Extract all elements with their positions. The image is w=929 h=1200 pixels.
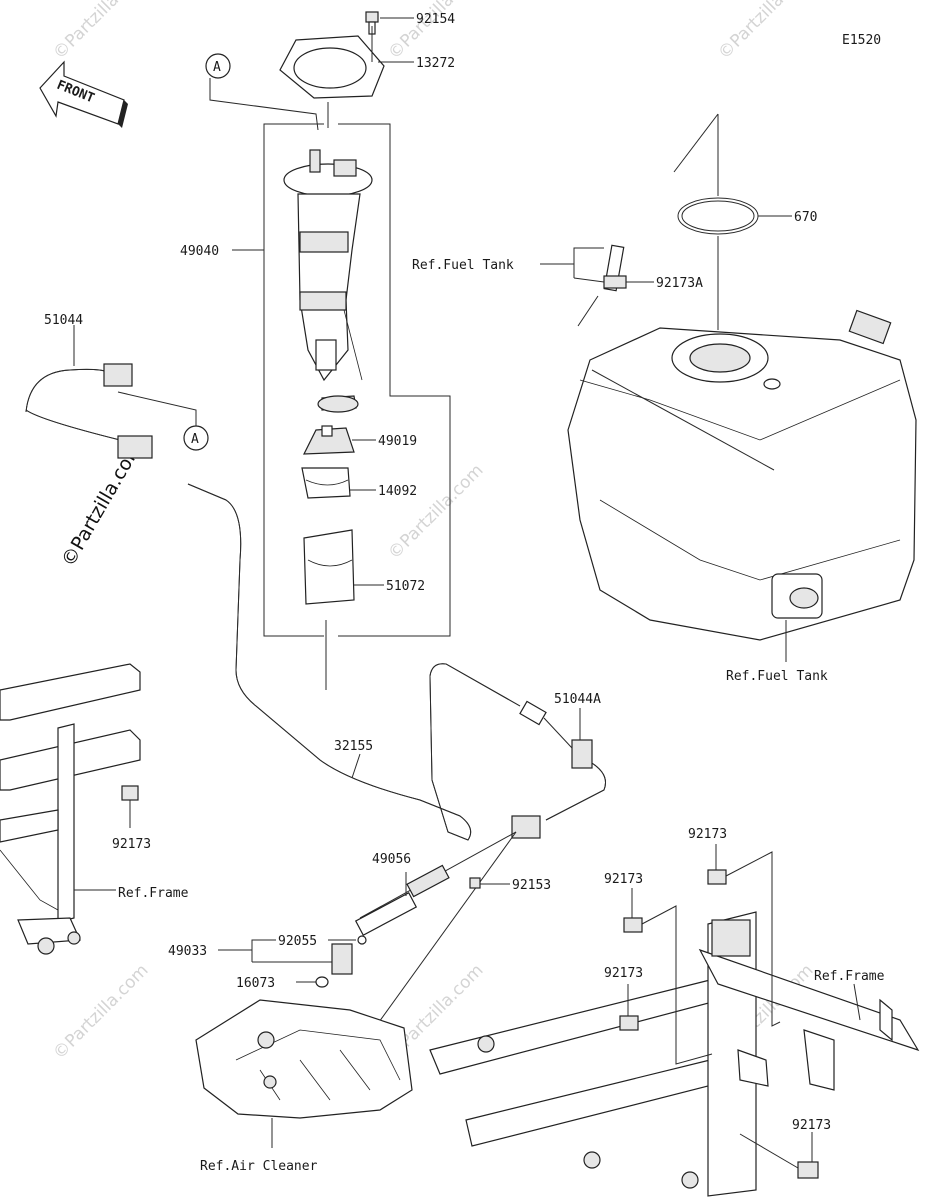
o-ring-670 xyxy=(673,113,792,330)
frame-left xyxy=(0,663,141,955)
clip-92173 xyxy=(619,984,639,1031)
part-51044-label: 51044 xyxy=(44,313,83,328)
pipe-49056 xyxy=(329,831,517,1091)
frame-right xyxy=(429,911,920,1197)
watermark: ©Partzilla.com xyxy=(49,0,152,64)
pump-assembly-bracket xyxy=(232,102,451,690)
bolt-92153 xyxy=(469,877,510,889)
part-92154-label: 92154 xyxy=(416,12,455,27)
clip-92173 xyxy=(739,1132,819,1179)
injector-49033 xyxy=(218,935,367,988)
ref-fuel-tank-top-label: Ref.Fuel Tank xyxy=(412,258,514,273)
callout-a-hose: A xyxy=(117,391,209,451)
holder-14092 xyxy=(301,467,376,499)
part-92173-label: 92173 xyxy=(792,1118,831,1133)
part-49019-label: 49019 xyxy=(378,434,417,449)
clip-92173 xyxy=(707,844,781,1027)
part-92173-label: 92173 xyxy=(688,827,727,842)
watermark: ©Partzilla.com xyxy=(714,0,817,64)
filter-49019 xyxy=(303,425,376,455)
fuel-pump-49040 xyxy=(283,149,373,413)
ref-frame-left-label: Ref.Frame xyxy=(118,886,189,901)
gasket-13272 xyxy=(279,26,414,99)
clamp-92173A xyxy=(540,244,654,327)
callout-letter: A xyxy=(191,432,199,447)
watermark: ©Partzilla.com xyxy=(49,960,152,1063)
part-32155-label: 32155 xyxy=(334,739,373,754)
fuel-tank xyxy=(567,309,917,662)
part-49040-label: 49040 xyxy=(180,244,219,259)
callout-letter: A xyxy=(213,60,221,75)
part-49056-label: 49056 xyxy=(372,852,411,867)
ref-fuel-tank-bottom-label: Ref.Fuel Tank xyxy=(726,669,828,684)
fuel-line-32155 xyxy=(187,483,521,841)
part-92153-label: 92153 xyxy=(512,878,551,893)
hose-51044 xyxy=(25,325,153,459)
front-arrow: FRONT xyxy=(39,60,128,128)
part-92173-label: 92173 xyxy=(604,872,643,887)
part-92173-label: 92173 xyxy=(112,837,151,852)
hose-51044A xyxy=(511,700,606,839)
part-49033-label: 49033 xyxy=(168,944,207,959)
part-14092-label: 14092 xyxy=(378,484,417,499)
part-51072-label: 51072 xyxy=(386,579,425,594)
cover-51072 xyxy=(303,529,384,605)
clip-92173 xyxy=(623,888,713,1065)
part-92173-label: 92173 xyxy=(604,966,643,981)
part-92055-label: 92055 xyxy=(278,934,317,949)
watermark: ©Partzilla.com xyxy=(384,460,487,563)
ref-air-cleaner-label: Ref.Air Cleaner xyxy=(200,1159,318,1174)
callout-a-top: A xyxy=(205,53,319,131)
watermark: ©Partzilla.com xyxy=(384,0,487,64)
ref-frame-right-label: Ref.Frame xyxy=(814,969,885,984)
part-16073-label: 16073 xyxy=(236,976,275,991)
part-13272-label: 13272 xyxy=(416,56,455,71)
air-cleaner xyxy=(195,999,413,1148)
part-51044A-label: 51044A xyxy=(554,692,601,707)
part-670-label: 670 xyxy=(794,210,817,225)
diagram-code: E1520 xyxy=(842,33,881,48)
part-92173A-label: 92173A xyxy=(656,276,703,291)
